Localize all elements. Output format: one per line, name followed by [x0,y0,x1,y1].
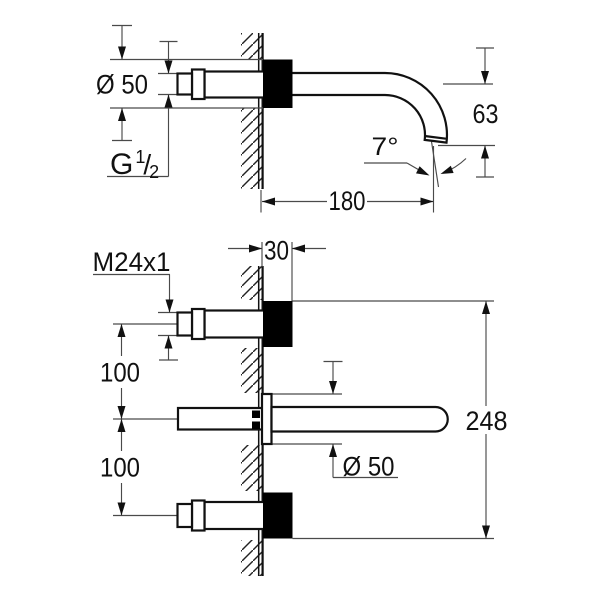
handle-thread-stub [176,502,194,529]
dim-label-spout-rosette: Ø 50 [343,452,395,482]
dim-label-overall-height: 248 [466,406,508,436]
wall-hatch [241,33,263,189]
dim-label-handle-thread: M24x1 [93,247,171,277]
thread-section-mark [252,410,260,418]
dim-label-spacing-upper: 100 [100,358,140,388]
valve-body [203,70,268,99]
valve-thread-stub [176,72,194,96]
spout-side [288,71,449,144]
spout-shank [176,406,265,431]
dim-label-rosette-diameter: Ø 50 [96,70,148,100]
dim-label-spacing-lower: 100 [100,453,140,483]
handle-body [203,309,268,339]
spout-rosette [260,392,273,446]
handle-body [203,500,268,531]
mounting-flange [263,492,293,539]
handle-upper [176,301,293,347]
front-view: 30 M24x1 100 100 Ø 50 248 [93,236,508,576]
dim-label-spout-angle: 7° [372,133,399,161]
mounting-flange [263,59,293,108]
handle-thread-stub [176,311,194,337]
aerator-line [425,135,447,140]
handle-collar [190,307,206,341]
mounting-flange [263,301,293,347]
thread-section-mark [252,421,260,429]
spout-tube [270,405,449,433]
valve-collar [190,68,206,101]
front-view-dimension-lines [93,242,494,540]
valve-side [176,68,268,101]
wall-hatch [241,266,263,576]
dim-label-wall-distance: 30 [264,236,289,266]
dim-label-outlet-height: 63 [473,99,499,129]
side-view-arrows [118,46,489,206]
dim-label-projection: 180 [329,186,366,216]
handle-collar [190,499,206,532]
spout-front [176,392,449,446]
handle-lower [176,492,293,539]
front-view-arrows [117,244,490,539]
